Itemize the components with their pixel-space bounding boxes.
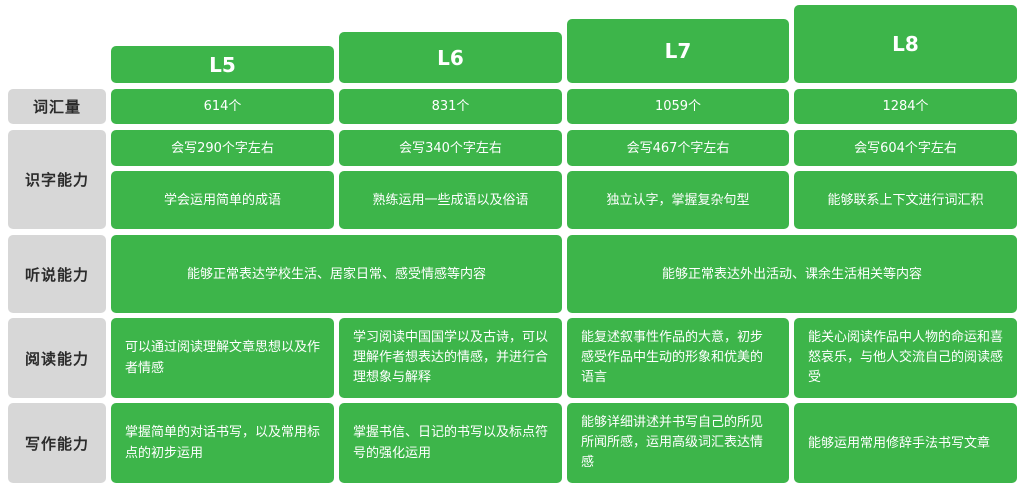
row-label-writing: 写作能力 xyxy=(8,403,106,483)
level-header-l6: L6 xyxy=(339,32,562,83)
literacy-skill-l6: 熟练运用一些成语以及俗语 xyxy=(339,171,562,229)
reading-l7: 能复述叙事性作品的大意，初步感受作品中生动的形象和优美的语言 xyxy=(567,318,789,398)
literacy-skill-l5: 学会运用简单的成语 xyxy=(111,171,334,229)
literacy-chars-l8: 会写604个字左右 xyxy=(794,130,1017,166)
literacy-skill-l7: 独立认字，掌握复杂句型 xyxy=(567,171,789,229)
listening-l7-l8: 能够正常表达外出活动、课余生活相关等内容 xyxy=(567,235,1017,313)
vocab-l5: 614个 xyxy=(111,89,334,124)
writing-l8: 能够运用常用修辞手法书写文章 xyxy=(794,403,1017,483)
level-header-l5: L5 xyxy=(111,46,334,83)
literacy-chars-l5: 会写290个字左右 xyxy=(111,130,334,166)
row-label-vocabulary: 词汇量 xyxy=(8,89,106,124)
level-header-l7: L7 xyxy=(567,19,789,83)
writing-l7: 能够详细讲述并书写自己的所见所闻所感，运用高级词汇表达情感 xyxy=(567,403,789,483)
writing-l6: 掌握书信、日记的书写以及标点符号的强化运用 xyxy=(339,403,562,483)
reading-l5: 可以通过阅读理解文章思想以及作者情感 xyxy=(111,318,334,398)
vocab-l8: 1284个 xyxy=(794,89,1017,124)
literacy-chars-l6: 会写340个字左右 xyxy=(339,130,562,166)
reading-l6: 学习阅读中国国学以及古诗，可以理解作者想表达的情感，并进行合理想象与解释 xyxy=(339,318,562,398)
row-label-listening: 听说能力 xyxy=(8,235,106,313)
literacy-chars-l7: 会写467个字左右 xyxy=(567,130,789,166)
level-header-l8: L8 xyxy=(794,5,1017,83)
literacy-skill-l8: 能够联系上下文进行词汇积 xyxy=(794,171,1017,229)
listening-l5-l6: 能够正常表达学校生活、居家日常、感受情感等内容 xyxy=(111,235,562,313)
vocab-l6: 831个 xyxy=(339,89,562,124)
row-label-reading: 阅读能力 xyxy=(8,318,106,398)
row-label-literacy: 识字能力 xyxy=(8,130,106,229)
writing-l5: 掌握简单的对话书写，以及常用标点的初步运用 xyxy=(111,403,334,483)
vocab-l7: 1059个 xyxy=(567,89,789,124)
reading-l8: 能关心阅读作品中人物的命运和喜怒哀乐，与他人交流自己的阅读感受 xyxy=(794,318,1017,398)
